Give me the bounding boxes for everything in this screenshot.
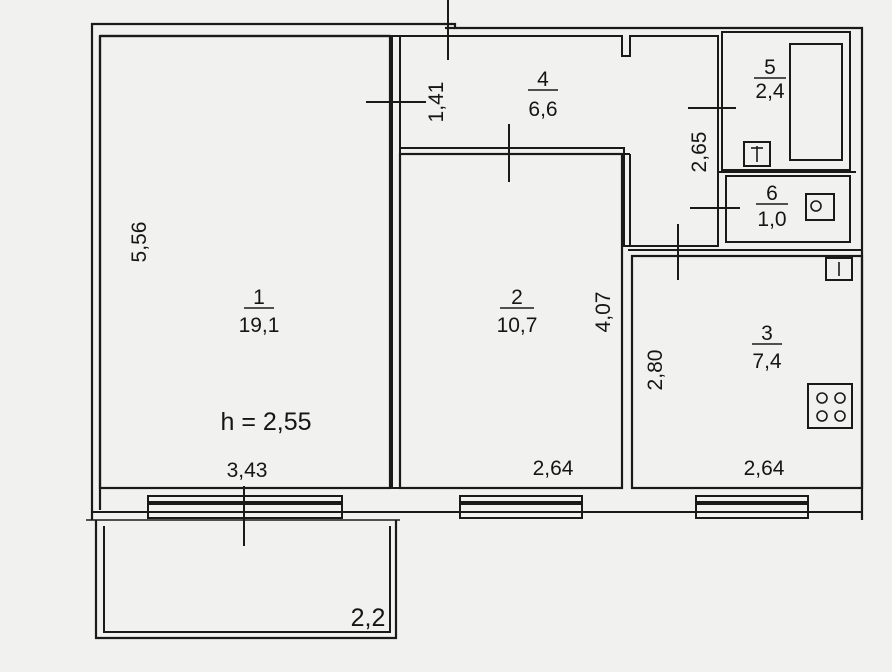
room-2-number: 2 [511,286,523,309]
bathtub-icon [789,43,843,161]
corridor-length-dim: 2,65 [688,132,711,173]
room-3-area: 7,4 [752,350,782,373]
room-6-area: 1,0 [757,208,786,231]
room-2-walls [398,152,624,490]
room-5-area: 2,4 [755,80,785,103]
balcony-depth-dim: 2,2 [351,604,386,632]
room2-width-dim: 2,64 [533,457,574,480]
door-marks [243,0,740,546]
toilet-icon [805,193,835,221]
room-1-area: 19,1 [239,314,280,337]
room-2-area: 10,7 [497,314,538,337]
kitchen-height-dim: 2,80 [644,350,667,391]
room-1-number: 1 [253,286,265,309]
room-4-area: 6,6 [528,98,557,121]
room-4-number: 4 [537,68,549,91]
sink-icon [743,141,771,167]
room2-height-dim: 4,07 [592,292,615,333]
room-labels: 1 19,1 2 10,7 3 7,4 4 6,6 5 2,4 6 1,0 [239,56,788,373]
hall-depth-dim: 1,41 [425,82,448,123]
room1-height-dim: 5,56 [128,222,151,263]
room-3-walls [628,249,864,490]
stove-icon [807,383,853,429]
room-5-number: 5 [764,56,776,79]
room-3-number: 3 [761,322,773,345]
kitchen-width-dim: 2,64 [744,457,785,480]
ceiling-height-label: h = 2,55 [220,408,311,436]
room-6-number: 6 [766,182,778,205]
kitchen-sink-icon [825,257,853,281]
dimension-labels: 5,56 3,43 1,41 4,07 2,64 2,65 2,80 2,64 … [128,82,785,632]
room1-width-dim: 3,43 [227,459,268,482]
